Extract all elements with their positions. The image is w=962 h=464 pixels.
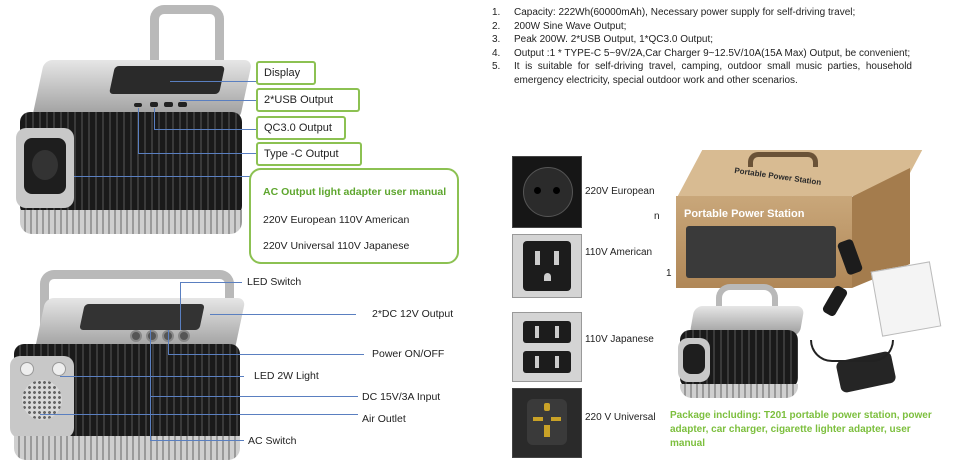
feature-item: 2.200W Sine Wave Output; [492,20,627,32]
lamp-glass [79,304,205,330]
callout-line [60,376,244,377]
dc-output-label: 2*DC 12V Output [372,308,454,320]
led-switch-button [130,330,142,342]
adapter-cable [810,340,894,362]
adapter-label-european: 220V European [585,186,655,197]
callout-line [180,100,256,101]
usb-port [164,102,173,107]
power-button [146,330,158,342]
callout-line [210,314,356,315]
usb-output-callout: 2*USB Output [256,88,360,112]
air-outlet-label: Air Outlet [362,413,406,425]
ac-socket [683,344,705,374]
callout-line [168,330,169,354]
callout-line [74,176,256,177]
power-station-back-image [0,240,250,464]
ac-adapter-manual-box: AC Output light adapter user manual 220V… [249,168,459,264]
adapter-label-american: 110V American [585,247,653,258]
power-switch-label: Power ON/OFF [372,348,445,360]
ac-switch-label: AC Switch [248,435,297,447]
callout-line [170,81,256,82]
base-fins [680,384,798,398]
feature-item: 1.Capacity: 222Wh(60000mAh), Necessary p… [492,7,856,18]
callout-line [40,414,358,415]
power-station-front-image [0,0,253,236]
usb-output-label: 2*USB Output [264,94,334,106]
japanese-socket-image [512,312,582,382]
led-light-label: LED 2W Light [254,370,319,382]
led-light [20,362,34,376]
ac-socket [24,138,66,194]
carry-handle [716,284,778,324]
callout-line [150,330,151,440]
dc-output-port [178,330,190,342]
led-switch-label: LED Switch [247,276,302,288]
box-picture [686,226,836,278]
callout-line [180,282,242,283]
stray-mark: 1 [666,268,672,279]
feature-item: 5.It is suitable for self-driving travel… [492,61,912,86]
manual-booklet [870,261,942,337]
qc-output-callout: QC3.0 Output [256,116,346,140]
callout-line [150,396,358,397]
universal-socket-image [512,388,582,458]
callout-line [150,440,244,441]
typec-output-callout: Type -C Output [256,142,362,166]
callout-line [168,354,364,355]
typec-output-label: Type -C Output [264,148,339,160]
feature-list: 1.Capacity: 222Wh(60000mAh), Necessary p… [492,6,912,88]
cigarette-adapter [821,284,849,318]
feature-item: 4.Output :1 * TYPE-C 5~9V/2A,Car Charger… [492,47,911,59]
dc-input-label: DC 15V/3A Input [362,391,441,403]
box-handle [748,152,818,167]
package-contents: Package including: T201 portable power s… [670,410,932,449]
typec-port [134,103,142,107]
adapter-label-japanese: 110V Japanese [585,334,654,345]
qc-output-label: QC3.0 Output [264,122,332,134]
display-label: Display [264,67,301,79]
feature-item: 3.Peak 200W. 2*USB Output, 1*QC3.0 Outpu… [492,34,713,46]
carry-handle [150,5,224,100]
callout-line [154,108,155,130]
display-callout: Display [256,61,316,85]
callout-line [180,282,181,330]
callout-line [154,129,256,130]
display-screen [109,66,225,94]
callout-line [138,108,139,154]
stray-mark: n [654,211,660,222]
box-front-print: Portable Power Station [684,208,805,220]
european-socket-image [512,156,582,228]
adapter-label-universal: 220 V Universal [585,412,656,423]
base-fins [20,210,242,234]
ac-manual-title: AC Output light adapter user manual [263,186,447,198]
callout-line [138,153,256,154]
ac-manual-line1: 220V European 110V American [263,214,410,226]
led-light [52,362,66,376]
air-outlet-vent [22,380,62,420]
american-socket-image [512,234,582,298]
ac-manual-line2: 220V Universal 110V Japanese [263,240,410,252]
qc-port [150,102,158,107]
usb-port [178,102,187,107]
